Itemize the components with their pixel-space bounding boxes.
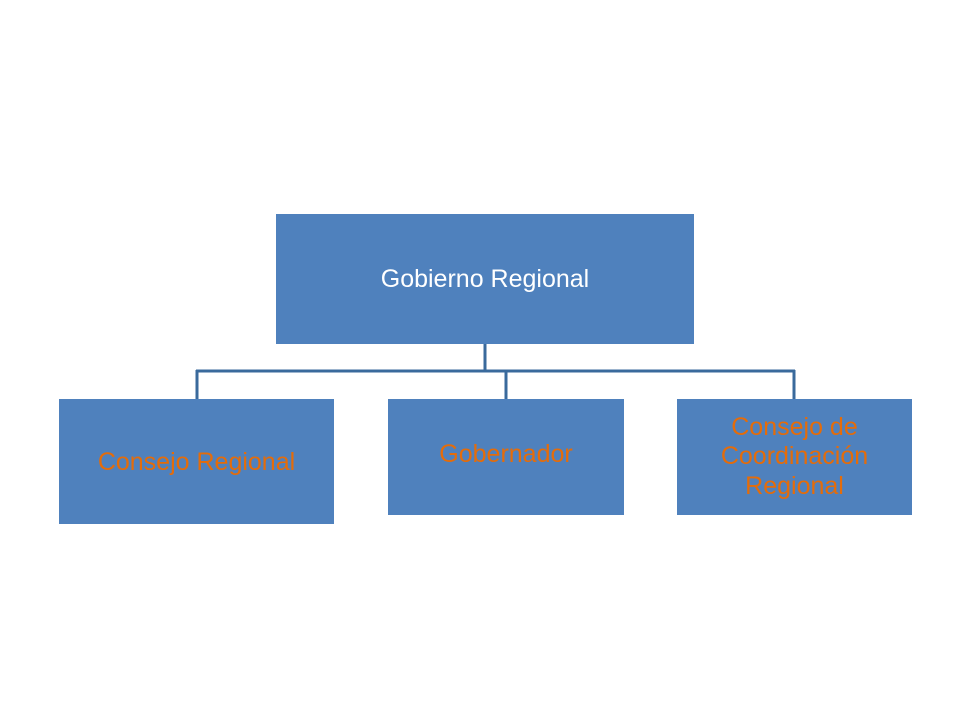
root-node-gobierno-regional: Gobierno Regional (276, 214, 694, 344)
root-node-label: Gobierno Regional (380, 265, 590, 293)
child-node-label: Consejo Regional (97, 447, 296, 476)
child-node-consejo-regional: Consejo Regional (59, 399, 334, 524)
child-node-consejo-coordinacion-regional: Consejo de Coordinación Regional (677, 399, 912, 515)
child-node-label: Consejo de Coordinación Regional (720, 412, 869, 500)
child-node-label: Gobernador (439, 440, 573, 468)
child-node-gobernador: Gobernador (388, 399, 624, 515)
